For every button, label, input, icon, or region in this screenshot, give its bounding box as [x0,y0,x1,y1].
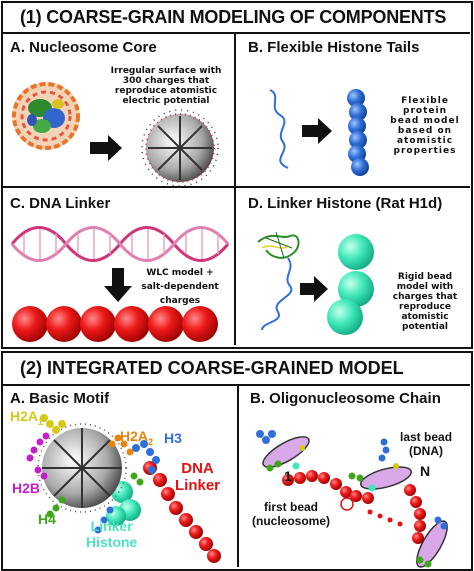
arrow-down-icon [104,268,132,302]
label-dna-linker: DNA Linker [175,460,221,494]
dna-linker-bead-model [12,306,218,342]
label-h2a1: H2A1 [10,408,44,427]
panel-c-title: C. DNA Linker [10,195,111,212]
label-h3: H3 [164,430,182,446]
panel-b-title: B. Flexible Histone Tails [248,39,420,56]
label-h2a2: H2A2 [120,428,154,447]
dna-helix-image [10,226,230,262]
label-n: N [420,463,431,479]
panel-d-description: Rigid bead model with charges that repro… [392,272,458,332]
histone-tail-atomistic-image [269,89,289,169]
panel-b-description: Flexible protein bead model based on ato… [390,96,460,156]
oligonucleosome-chain-image [256,430,448,568]
section1-title: (1) COARSE-GRAIN MODELING OF COMPONENTS [20,7,447,27]
label-h2b: H2B [12,480,41,496]
arrow-right-icon [300,276,328,302]
arrow-right-icon [302,118,332,144]
section2-title: (2) INTEGRATED COARSE-GRAINED MODEL [20,358,404,378]
motif-panel-title: A. Basic Motif [10,390,110,407]
nucleosome-atomistic-image [12,82,80,150]
label-h4: H4 [38,511,56,527]
section1-frame [1,1,473,349]
label-one: 1 [284,468,292,484]
panel-a-title: A. Nucleosome Core [10,39,157,56]
basic-motif-image [26,414,221,563]
label-last-bead: last bead (DNA) [400,430,453,458]
linker-histone-bead-model [327,234,374,335]
panel-d-title: D. Linker Histone (Rat H1d) [248,195,443,212]
label-linker-histone: Linker Histone [86,518,138,550]
chain-panel-title: B. Oligonucleosome Chain [250,390,441,407]
label-first-bead: first bead (nucleosome) [252,500,331,528]
histone-tail-bead-model [347,89,369,176]
linker-histone-atomistic-image [257,231,300,331]
panel-a-description: Irregular surface with 300 charges that … [110,66,222,106]
panel-c-description: WLC model + salt-dependent charges [141,268,219,306]
nucleosome-coarse-image [141,109,219,187]
arrow-right-icon [90,135,122,161]
